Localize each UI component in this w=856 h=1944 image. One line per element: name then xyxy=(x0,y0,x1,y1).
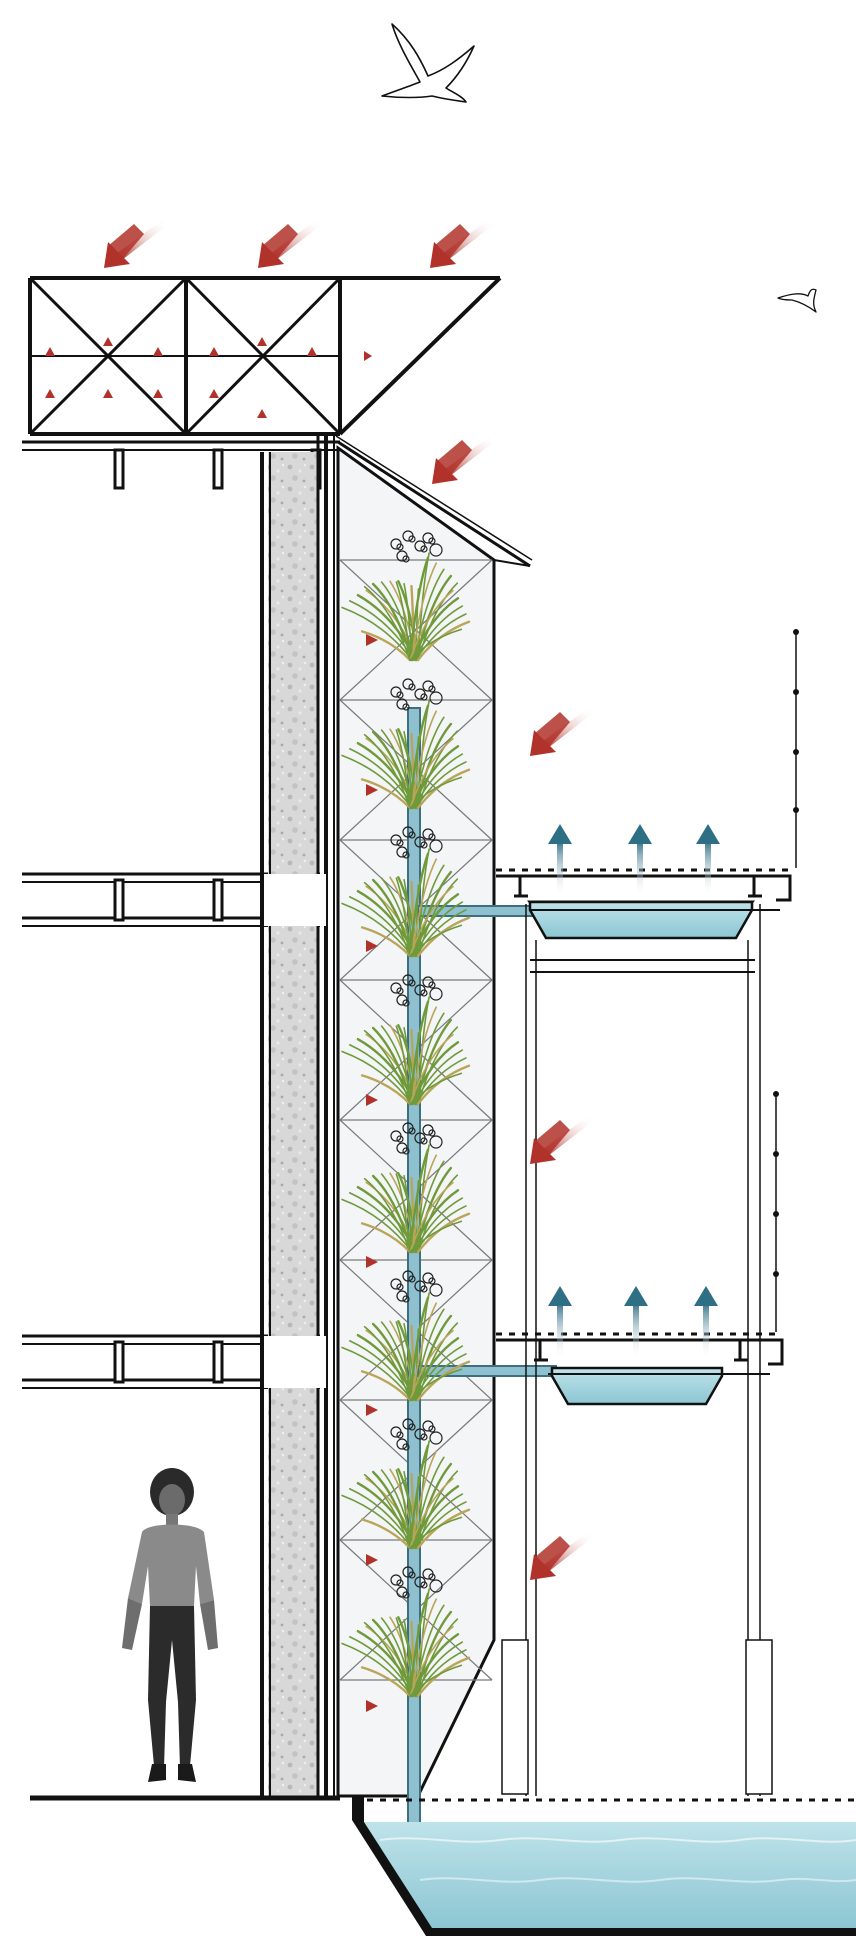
wind-arrow-icon xyxy=(348,634,378,646)
wind-arrow-icon xyxy=(348,1094,378,1106)
wind-arrow-icon xyxy=(348,1256,378,1268)
ground-line xyxy=(30,1795,856,1802)
updraft-arrow-icon xyxy=(694,1286,718,1360)
wind-arrow-icon xyxy=(348,784,378,796)
grass-plant-icon xyxy=(341,1270,471,1402)
wind-arrow-icon xyxy=(103,389,113,410)
wind-arrow-icon xyxy=(209,347,219,368)
wind-arrow-icon xyxy=(430,220,492,268)
wind-arrow-icon xyxy=(530,1116,592,1164)
wind-arrow-icon xyxy=(257,409,267,430)
plant-column xyxy=(341,530,471,1698)
wind-arrow-icon xyxy=(348,351,372,361)
wind-arrow-icon xyxy=(103,337,113,358)
grass-plant-icon xyxy=(341,678,471,810)
wind-arrow-icon xyxy=(530,1532,592,1580)
wind-arrow-icon xyxy=(104,220,166,268)
wind-arrow-icon xyxy=(348,1700,378,1712)
wind-arrow-icon xyxy=(307,347,317,368)
wind-arrow-icon xyxy=(348,1404,378,1416)
wind-arrow-icon xyxy=(530,708,592,756)
wind-arrow-icon xyxy=(257,337,267,358)
wind-arrow-icon xyxy=(209,389,219,410)
updraft-arrow-icon xyxy=(696,824,720,898)
updraft-arrow-icon xyxy=(548,1286,572,1360)
bird-icon xyxy=(381,23,475,103)
balcony-upper xyxy=(496,629,799,1796)
grass-plant-icon xyxy=(341,1566,471,1698)
grass-plant-icon xyxy=(341,826,471,958)
wind-arrow-icon xyxy=(258,220,320,268)
updraft-arrow-icon xyxy=(548,824,572,898)
person-silhouette-icon xyxy=(122,1468,218,1782)
bird-icon xyxy=(777,288,817,313)
grass-plant-icon xyxy=(341,974,471,1106)
wind-arrow-icon xyxy=(45,389,55,410)
wind-arrow-icon xyxy=(432,436,494,484)
grass-plant-icon xyxy=(341,1122,471,1254)
grass-plant-icon xyxy=(341,1418,471,1550)
roof-air-arrows xyxy=(45,337,372,430)
updraft-arrows xyxy=(548,824,720,1360)
wind-arrow-icon xyxy=(348,940,378,952)
grass-plant-icon xyxy=(341,530,471,662)
wind-arrow-icon xyxy=(45,347,55,368)
wind-arrows xyxy=(104,220,592,1580)
wind-arrow-icon xyxy=(153,347,163,368)
concrete-wall xyxy=(260,436,335,1796)
wind-arrow-icon xyxy=(348,1554,378,1566)
support-columns xyxy=(501,1639,773,1795)
roof-truss xyxy=(28,276,502,436)
wind-arrow-icon xyxy=(153,389,163,410)
water-pool xyxy=(352,1796,856,1936)
facade-inflow-arrows xyxy=(348,634,378,1712)
updraft-arrow-icon xyxy=(628,824,652,898)
updraft-arrow-icon xyxy=(624,1286,648,1360)
